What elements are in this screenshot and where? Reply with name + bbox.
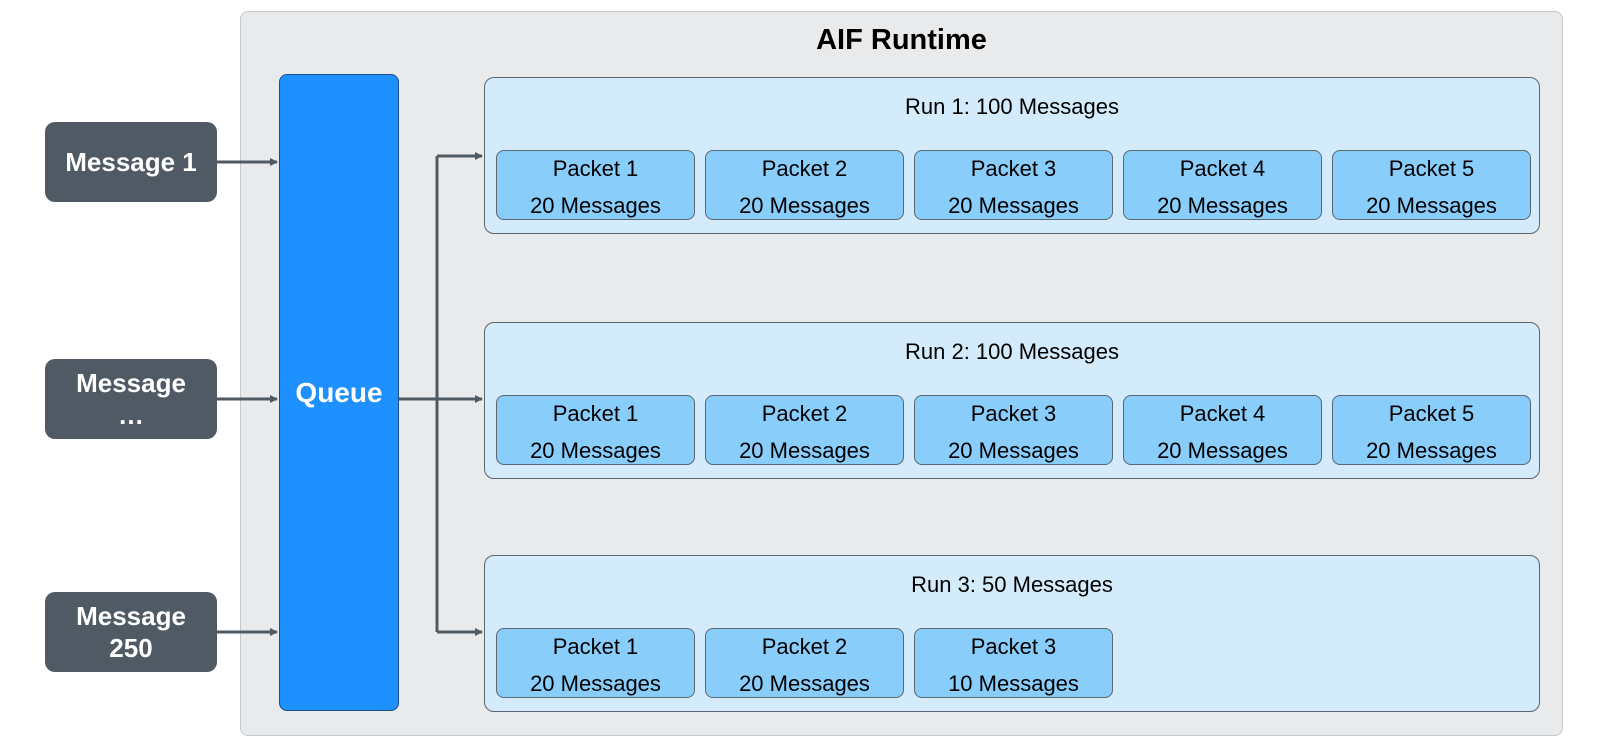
packet-count: 20 Messages [1157,438,1288,463]
packet-count: 10 Messages [948,671,1079,696]
run-2-packet-4: Packet 4 20 Messages [1123,395,1322,465]
run-1-title: Run 1: 100 Messages [904,94,1120,119]
packet-name: Packet 5 [1388,401,1475,426]
packet-count: 20 Messages [948,193,1079,218]
message-ellipsis-box: Message … [45,359,217,439]
packet-name: Packet 3 [970,401,1057,426]
run-1-packet-3: Packet 3 20 Messages [914,150,1113,220]
packet-name: Packet 1 [552,401,639,426]
run-2-packet-3: Packet 3 20 Messages [914,395,1113,465]
run-1-box: Run 1: 100 Messages Packet 1 20 Messages… [484,77,1540,234]
packet-count: 20 Messages [739,193,870,218]
run-2-packet-5: Packet 5 20 Messages [1332,395,1531,465]
packet-count: 20 Messages [530,438,661,463]
runtime-title: AIF Runtime [816,24,987,56]
run-3-box: Run 3: 50 Messages Packet 1 20 Messages … [484,555,1540,712]
run-1-packet-5: Packet 5 20 Messages [1332,150,1531,220]
packet-name: Packet 2 [761,634,848,659]
packet-count: 20 Messages [1157,193,1288,218]
packet-count: 20 Messages [739,671,870,696]
packet-name: Packet 1 [552,634,639,659]
run-1-packet-2: Packet 2 20 Messages [705,150,904,220]
run-2-packet-2: Packet 2 20 Messages [705,395,904,465]
message-1-box: Message 1 [45,122,217,202]
packet-name: Packet 4 [1179,156,1266,181]
packet-name: Packet 1 [552,156,639,181]
run-3-title: Run 3: 50 Messages [911,572,1113,597]
packet-count: 20 Messages [530,671,661,696]
packet-name: Packet 5 [1388,156,1475,181]
run-1-packet-4: Packet 4 20 Messages [1123,150,1322,220]
run-2-title: Run 2: 100 Messages [904,339,1120,364]
packet-count: 20 Messages [1366,193,1497,218]
run-1-packet-1: Packet 1 20 Messages [496,150,695,220]
run-3-packet-2: Packet 2 20 Messages [705,628,904,698]
packet-name: Packet 3 [970,634,1057,659]
run-2-packet-1: Packet 1 20 Messages [496,395,695,465]
message-250-box: Message 250 [45,592,217,672]
packet-count: 20 Messages [739,438,870,463]
queue-label: Queue [295,377,383,408]
run-3-packet-1: Packet 1 20 Messages [496,628,695,698]
run-3-packet-3: Packet 3 10 Messages [914,628,1113,698]
run-2-box: Run 2: 100 Messages Packet 1 20 Messages… [484,322,1540,479]
packet-name: Packet 3 [970,156,1057,181]
queue-box [279,74,399,711]
packet-count: 20 Messages [530,193,661,218]
packet-name: Packet 2 [761,156,848,181]
packet-count: 20 Messages [948,438,1079,463]
packet-name: Packet 2 [761,401,848,426]
packet-name: Packet 4 [1179,401,1266,426]
packet-count: 20 Messages [1366,438,1497,463]
